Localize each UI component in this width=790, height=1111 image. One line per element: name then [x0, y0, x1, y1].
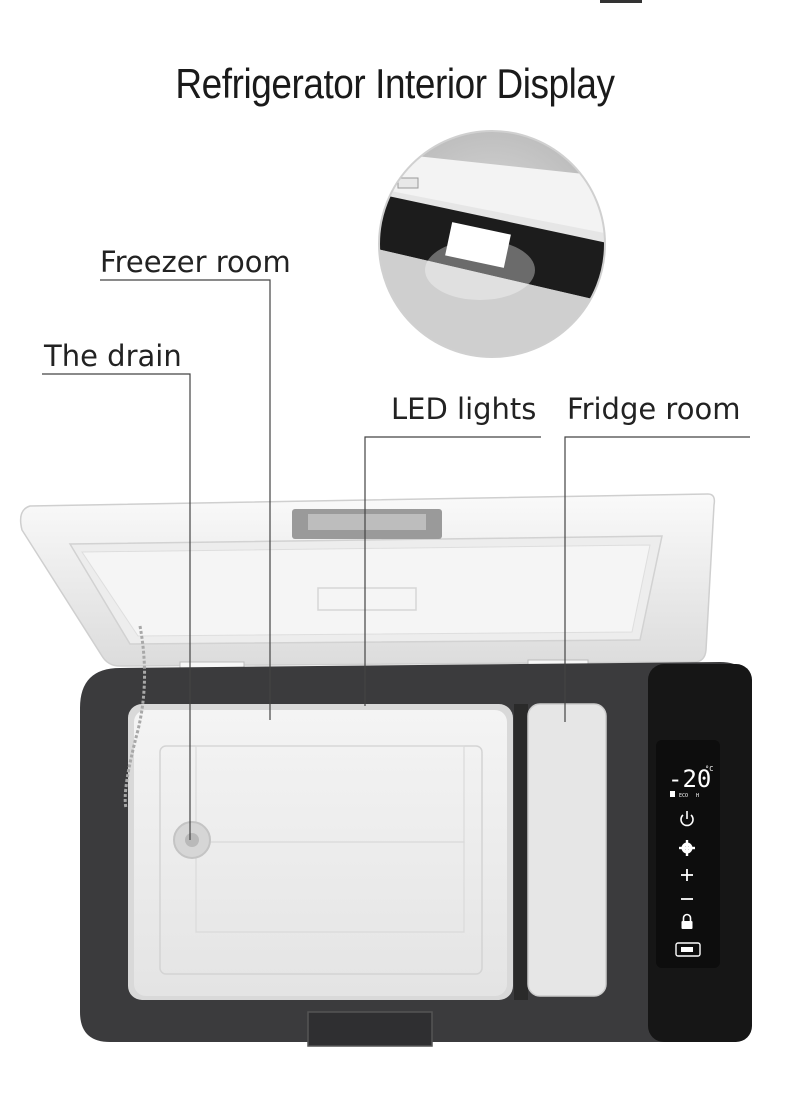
- lock-indicator-icon: [670, 791, 675, 797]
- control-panel: -20 °C ECO H: [648, 664, 752, 1042]
- label-the-drain: The drain: [44, 339, 182, 373]
- fridge-compartment: [527, 703, 607, 997]
- label-freezer-room: Freezer room: [100, 245, 291, 279]
- callout-lines: [42, 279, 750, 840]
- led-lights-callout-line: [364, 436, 541, 706]
- front-latch: [307, 1011, 433, 1047]
- level-indicator: H: [696, 793, 699, 799]
- label-fridge-room: Fridge room: [567, 392, 741, 426]
- settings-gear-icon[interactable]: [679, 840, 695, 856]
- freezer-room-callout-line: [100, 279, 271, 720]
- plus-icon[interactable]: [681, 869, 693, 881]
- page-title: Refrigerator Interior Display: [175, 60, 615, 107]
- label-led-lights: LED lights: [391, 392, 537, 426]
- fridge-body: [80, 625, 752, 1047]
- power-icon[interactable]: [680, 811, 694, 827]
- eco-mode-indicator: ECO: [679, 793, 688, 799]
- temperature-unit: °C: [705, 765, 713, 773]
- lock-icon[interactable]: [681, 913, 693, 929]
- drain-callout-line: [42, 373, 191, 840]
- top-edge-fragment: [600, 0, 642, 3]
- fridge-room-callout-line: [564, 436, 750, 722]
- lid: [19, 493, 716, 685]
- led-zoom-circle: [378, 130, 606, 358]
- temperature-readout: -20: [668, 765, 711, 793]
- led-light-glow: [445, 222, 511, 268]
- battery-icon[interactable]: [675, 942, 701, 957]
- drain-chain: [123, 625, 147, 809]
